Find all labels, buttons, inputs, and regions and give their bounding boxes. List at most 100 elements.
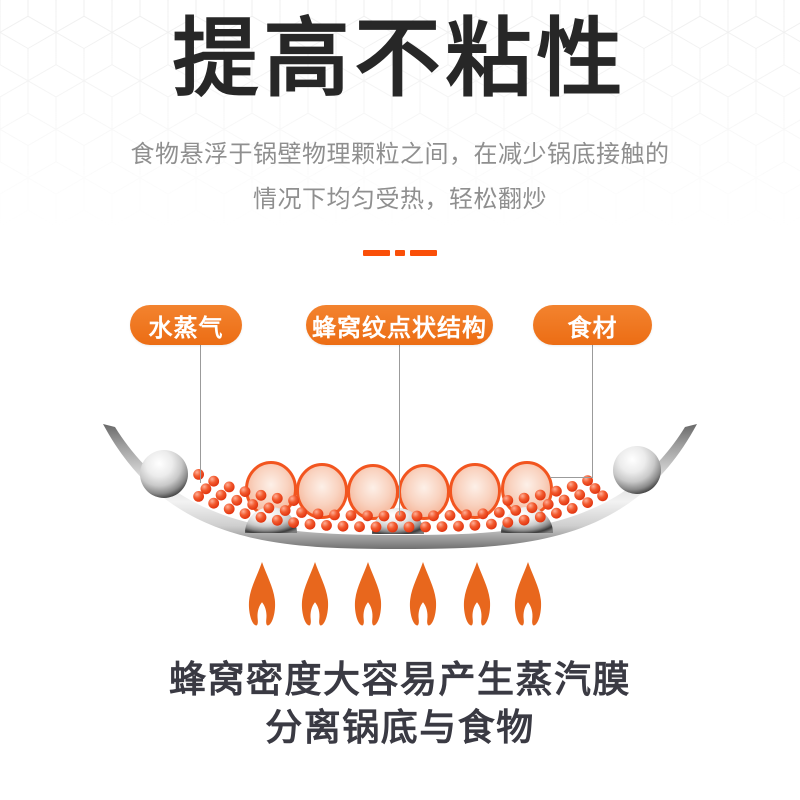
honeycomb-dot xyxy=(589,483,601,494)
honeycomb-dot xyxy=(444,510,456,521)
honeycomb-dot xyxy=(551,507,562,519)
honeycomb-dot xyxy=(208,497,220,509)
honeycomb-dot xyxy=(255,511,267,523)
leader-line-food-horizontal xyxy=(550,477,593,478)
honeycomb-dot xyxy=(558,494,570,506)
honeycomb-dot xyxy=(582,497,593,508)
honeycomb-dot xyxy=(486,518,497,530)
leader-line-food-vertical xyxy=(592,345,593,478)
honeycomb-dot xyxy=(518,514,530,526)
honeycomb-dot xyxy=(477,508,489,520)
caption-line-2: 分离锅底与食物 xyxy=(265,707,535,748)
flame-icon xyxy=(463,562,491,626)
divider-dash-middle xyxy=(395,250,405,256)
honeycomb-dot xyxy=(420,521,431,533)
honeycomb-dot xyxy=(208,475,220,487)
honeycomb-dot xyxy=(510,505,522,516)
page-title: 提高不粘性 xyxy=(172,11,628,107)
callout-label-honeycomb: 蜂窝纹点状结构 xyxy=(312,314,487,342)
honeycomb-dot xyxy=(566,481,578,492)
honeycomb-dot xyxy=(271,492,283,504)
honeycomb-dot xyxy=(534,511,546,523)
divider-dashes xyxy=(0,250,800,258)
food-ball xyxy=(140,450,188,498)
flame-icon xyxy=(409,562,437,626)
honeycomb-dot xyxy=(597,490,608,502)
honeycomb-dot xyxy=(378,510,390,522)
honeycomb-dot xyxy=(193,469,205,480)
honeycomb-dot xyxy=(231,494,243,506)
honeycomb-dot xyxy=(304,518,316,530)
divider-dash-right xyxy=(410,250,437,256)
divider-dash-left xyxy=(363,250,390,256)
honeycomb-dot xyxy=(329,509,340,521)
leader-line-steam xyxy=(200,345,201,483)
honeycomb-dot xyxy=(200,483,212,495)
honeycomb-dot xyxy=(321,520,332,531)
subtitle-line-2: 情况下均匀受热，轻松翻炒 xyxy=(253,186,547,213)
honeycomb-dot xyxy=(574,489,586,501)
honeycomb-dot xyxy=(453,520,464,532)
honeycomb-dot xyxy=(428,510,439,522)
honeycomb-dot xyxy=(288,495,299,506)
steam-bubble xyxy=(449,463,501,519)
honeycomb-dot xyxy=(362,510,373,522)
caption: 蜂窝密度大容易产生蒸汽膜 分离锅底与食物 xyxy=(0,656,800,752)
honeycomb-dot xyxy=(215,489,227,501)
honeycomb-dot xyxy=(534,489,546,501)
callout-pill-honeycomb: 蜂窝纹点状结构 xyxy=(306,305,493,345)
callout-label-steam: 水蒸气 xyxy=(148,314,224,342)
honeycomb-pattern-background xyxy=(0,0,800,240)
honeycomb-dot xyxy=(387,521,398,533)
honeycomb-dot xyxy=(345,510,357,521)
honeycomb-dot xyxy=(395,510,406,522)
honeycomb-dot xyxy=(354,521,365,533)
honeycomb-dot xyxy=(279,505,291,516)
honeycomb-dot xyxy=(263,502,275,514)
steam-bubble xyxy=(347,464,399,520)
food-ball xyxy=(613,446,661,494)
honeycomb-dot xyxy=(526,502,538,514)
honeycomb-dot xyxy=(411,510,423,522)
leader-line-honeycomb xyxy=(399,345,400,515)
honeycomb-dot xyxy=(518,492,530,504)
subtitle-line-1: 食物悬浮于锅壁物理颗粒之间，在减少锅底接触的 xyxy=(130,141,670,168)
honeycomb-dot xyxy=(502,517,514,528)
honeycomb-dot xyxy=(288,517,299,528)
honeycomb-dots xyxy=(193,469,608,533)
honeycomb-dot xyxy=(193,491,205,502)
honeycomb-dot xyxy=(370,521,382,533)
honeycomb-dot xyxy=(469,519,481,531)
honeycomb-dot xyxy=(493,507,505,518)
flame-icon xyxy=(248,562,276,626)
flame-icon xyxy=(354,562,382,626)
honeycomb-dot xyxy=(337,520,349,532)
honeycomb-dot xyxy=(296,507,307,518)
honeycomb-dot xyxy=(239,508,251,519)
honeycomb-dot xyxy=(271,514,283,526)
honeycomb-dot xyxy=(223,503,235,515)
honeycomb-dot xyxy=(461,509,472,521)
honeycomb-pattern-svg xyxy=(0,0,800,240)
honeycomb-dot xyxy=(542,498,554,510)
flame-icon xyxy=(301,562,329,626)
honeycomb-dot xyxy=(223,481,235,493)
subtitle: 食物悬浮于锅壁物理颗粒之间，在减少锅底接触的 情况下均匀受热，轻松翻炒 xyxy=(0,132,800,222)
honeycomb-dot xyxy=(312,508,324,520)
callout-pill-food: 食材 xyxy=(533,305,652,345)
honeycomb-dot xyxy=(239,486,251,497)
flame-icon xyxy=(514,562,542,626)
honeycomb-dot xyxy=(436,521,448,532)
honeycomb-dot xyxy=(502,495,514,506)
caption-line-1: 蜂窝密度大容易产生蒸汽膜 xyxy=(169,659,631,700)
callout-pill-steam: 水蒸气 xyxy=(130,305,242,345)
flames xyxy=(248,562,542,626)
honeycomb-dot xyxy=(403,521,415,533)
steam-bubbles xyxy=(245,461,553,520)
honeycomb-dot xyxy=(566,503,578,514)
honeycomb-dot xyxy=(247,499,259,510)
callout-label-food: 食材 xyxy=(567,314,618,342)
honeycomb-dot xyxy=(551,485,562,497)
